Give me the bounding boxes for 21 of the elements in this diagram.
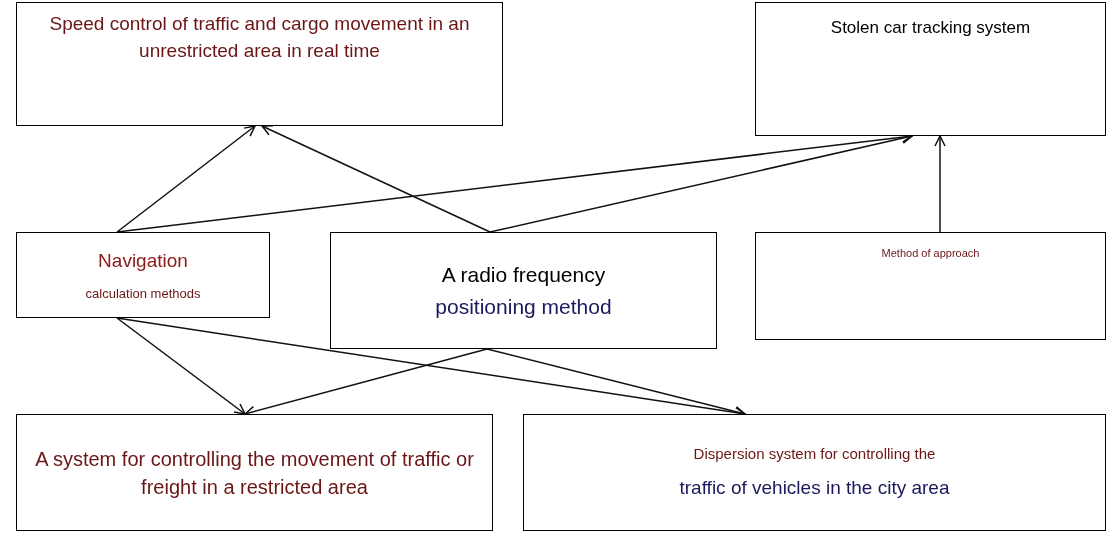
box-text: Stolen car tracking system bbox=[830, 17, 1031, 39]
box-text: Speed control of traffic and cargo movement in an unrestricted area in real time bbox=[48, 12, 471, 63]
box-text: traffic of vehicles in the city area bbox=[679, 475, 950, 500]
box-text: Navigation bbox=[98, 249, 188, 273]
box-text: Dispersion system for controlling the bbox=[693, 444, 936, 464]
arrow bbox=[934, 135, 946, 233]
text-box bbox=[330, 232, 717, 349]
text-box bbox=[16, 414, 493, 531]
text-box bbox=[755, 2, 1106, 136]
text-box bbox=[16, 2, 503, 126]
box-text: A radio frequency bbox=[441, 262, 606, 288]
text-box bbox=[755, 232, 1106, 340]
text-box bbox=[523, 414, 1106, 531]
arrow bbox=[116, 317, 246, 415]
box-text: calculation methods bbox=[85, 284, 201, 303]
arrow bbox=[116, 125, 256, 233]
box-text: positioning method bbox=[435, 293, 612, 320]
arrow bbox=[261, 124, 491, 233]
box-text: A system for controlling the movement of traffic or freight in a restricted area bbox=[34, 446, 475, 500]
text-box bbox=[16, 232, 270, 318]
box-text: Method of approach bbox=[881, 246, 980, 261]
